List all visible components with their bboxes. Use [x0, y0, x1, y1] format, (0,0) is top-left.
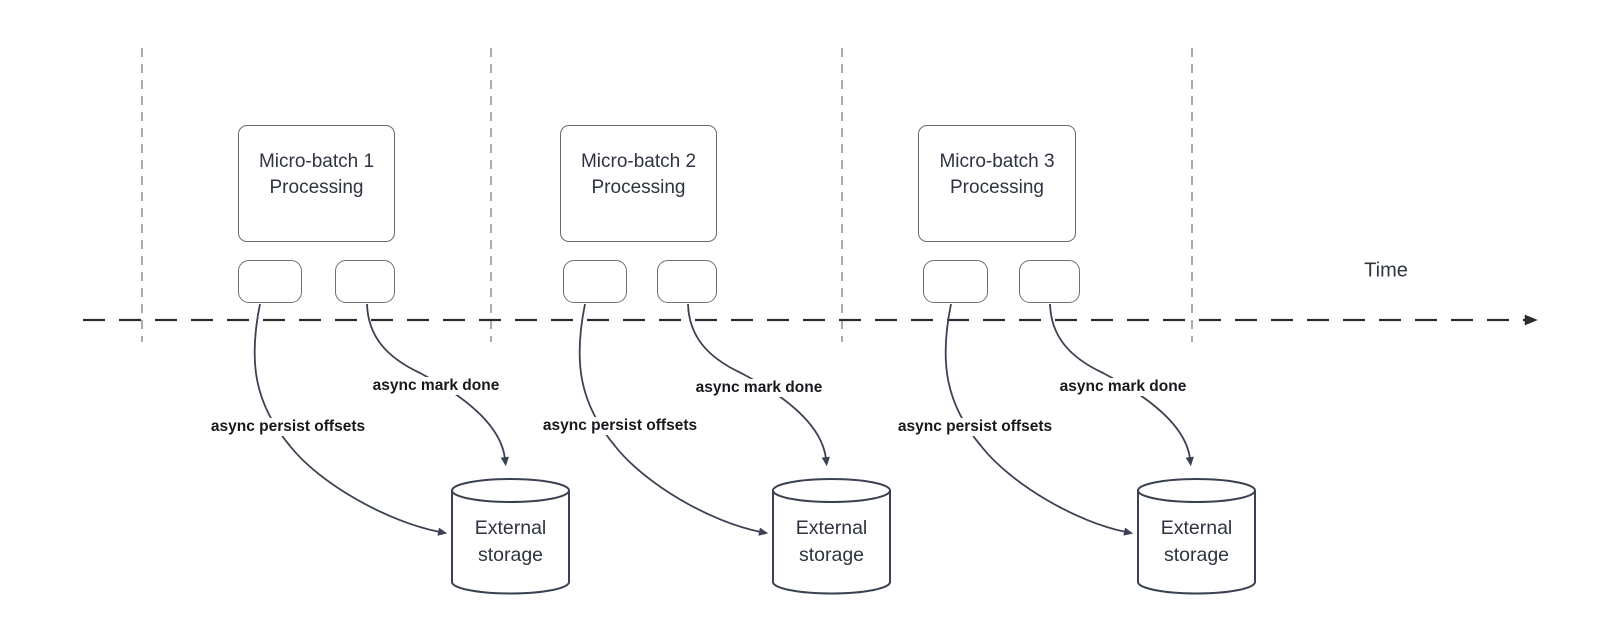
micro-batch-box-2: Micro-batch 2 Processing [560, 125, 717, 242]
cylinder-top [772, 478, 891, 503]
storage-title: External [795, 517, 868, 539]
storage-subtitle: storage [1163, 544, 1230, 566]
cylinder-top [1137, 478, 1256, 503]
persist-offsets-label-3: async persist offsets [894, 418, 1056, 436]
async-mark-done-task-box-1 [335, 260, 395, 303]
cylinder-body [451, 490, 570, 595]
storage-subtitle: storage [477, 544, 544, 566]
async-persist-task-box-1 [238, 260, 302, 303]
external-storage-text-2: External storage [771, 515, 892, 569]
persist-offsets-arrow-3 [944, 303, 1134, 536]
cylinder-top [451, 478, 570, 503]
cylinder-body [1137, 490, 1256, 595]
storage-title: External [474, 517, 547, 539]
persist-offsets-label-2: async persist offsets [539, 417, 701, 435]
external-storage-text-1: External storage [450, 515, 571, 569]
cylinder-body [772, 490, 891, 595]
micro-batch-box-title: Micro-batch 2 [580, 150, 697, 172]
micro-batch-box-title: Micro-batch 3 [939, 150, 1055, 172]
micro-batch-box-title: Micro-batch 1 [258, 150, 375, 172]
micro-batch-box-subtitle: Processing [269, 176, 364, 198]
async-mark-done-task-box-3 [1019, 260, 1080, 303]
persist-offsets-arrow-2 [578, 303, 769, 536]
persist-offsets-arrow-1 [253, 303, 448, 536]
mark-done-label-2: async mark done [692, 379, 826, 397]
async-persist-task-box-2 [563, 260, 627, 303]
mark-done-label-3: async mark done [1056, 378, 1190, 396]
micro-batch-box-1: Micro-batch 1 Processing [238, 125, 395, 242]
micro-batch-box-subtitle: Processing [591, 176, 686, 198]
mark-done-arrow-3 [1049, 303, 1194, 467]
external-storage-cylinder-3 [1137, 478, 1256, 595]
async-persist-task-box-3 [923, 260, 988, 303]
mark-done-label-1: async mark done [369, 377, 503, 395]
mark-done-arrow-2 [687, 303, 830, 467]
time-axis-label: Time [1364, 259, 1408, 282]
micro-batch-box-subtitle: Processing [950, 176, 1044, 198]
mark-done-arrow-1 [366, 303, 509, 467]
external-storage-cylinder-1 [451, 478, 570, 595]
storage-title: External [1160, 517, 1233, 539]
storage-subtitle: storage [798, 544, 865, 566]
async-mark-done-task-box-2 [657, 260, 717, 303]
external-storage-cylinder-2 [772, 478, 891, 595]
micro-batch-box-3: Micro-batch 3 Processing [918, 125, 1076, 242]
persist-offsets-label-1: async persist offsets [207, 418, 369, 436]
external-storage-text-3: External storage [1136, 515, 1257, 569]
